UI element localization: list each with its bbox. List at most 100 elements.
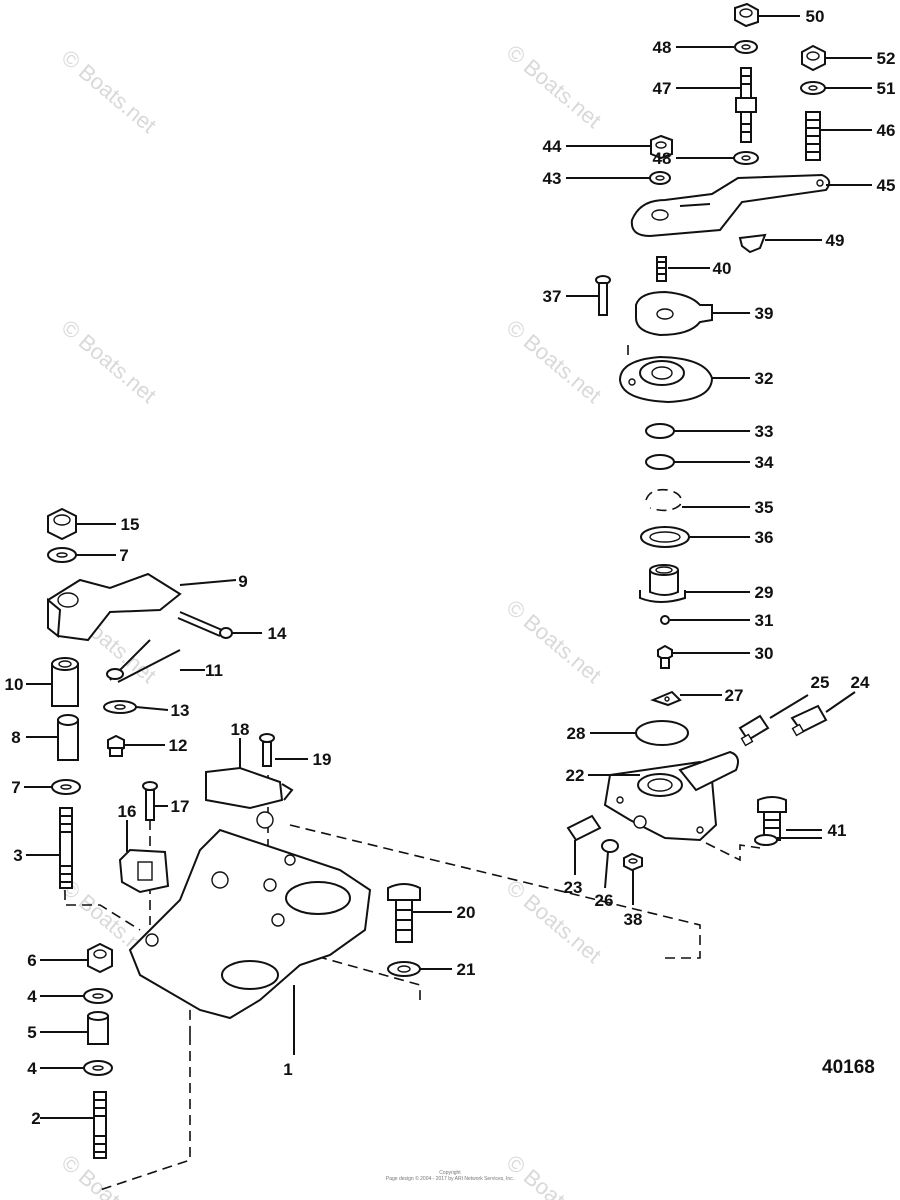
watermark: © Boats.net — [57, 315, 161, 408]
callout-label: 41 — [828, 821, 847, 840]
part-28-o-ring — [635, 720, 689, 746]
part-17-screw — [142, 781, 158, 821]
callout-label: 19 — [313, 750, 332, 769]
part-7-washer — [47, 547, 77, 563]
part-25-fitting — [738, 714, 770, 747]
part-43-washer — [649, 171, 671, 185]
part-50-nut — [734, 2, 759, 28]
callout-label: 29 — [755, 583, 774, 602]
part-49-clip — [738, 233, 767, 254]
part-29-bushing — [639, 564, 686, 603]
watermark: © Boats.net — [57, 45, 161, 138]
part-37-screw — [595, 275, 611, 316]
part-40-spring — [656, 256, 667, 282]
part-26-plug — [601, 839, 619, 853]
part-3-stud — [59, 807, 73, 889]
assembly-line — [289, 824, 701, 959]
callout-leaders — [24, 15, 872, 1119]
callout-label: 36 — [755, 528, 774, 547]
part-34-o-ring — [645, 454, 675, 470]
part-38-nut — [623, 852, 643, 872]
callout-label: 51 — [877, 79, 896, 98]
callout-label: 25 — [811, 673, 830, 692]
callout-label: 45 — [877, 176, 896, 195]
callout-label: 14 — [268, 624, 287, 643]
callout-label: 34 — [755, 453, 774, 472]
part-19-screw — [259, 733, 275, 767]
figure-id: 40168 — [822, 1057, 875, 1078]
leader-line — [769, 694, 809, 719]
watermark: © Boats.net — [502, 875, 606, 968]
watermark: © Boats.net — [502, 595, 606, 688]
part-23-screw — [566, 814, 602, 842]
callout-label: 40 — [713, 259, 732, 278]
part-35-retaining-ring — [645, 488, 682, 512]
part-42-lockwasher — [754, 834, 778, 846]
callout-label: 32 — [755, 369, 774, 388]
callout-label: 11 — [205, 661, 223, 680]
watermark: © Boats.net — [502, 40, 606, 133]
callout-label: 7 — [11, 778, 20, 797]
callout-label: 2 — [31, 1109, 40, 1128]
part-41-bolt — [757, 796, 787, 841]
part-31-ball — [660, 615, 670, 625]
copyright-notice: Copyright Page design © 2004 - 2017 by A… — [380, 1170, 520, 1182]
callout-label: 21 — [457, 960, 476, 979]
callout-label: 7 — [119, 546, 128, 565]
callout-label: 37 — [543, 287, 562, 306]
callout-label: 30 — [755, 644, 774, 663]
part-12-screw — [107, 734, 125, 757]
callout-label: 17 — [171, 797, 190, 816]
part-47-stud — [735, 67, 757, 143]
callout-label: 48 — [653, 38, 672, 57]
callout-label: 3 — [13, 846, 22, 865]
part-16-clip — [118, 848, 170, 894]
part-8-sleeve — [57, 714, 79, 761]
watermark: © Boats.net — [502, 315, 606, 408]
part-46-stud — [805, 111, 821, 161]
callout-label: 22 — [566, 766, 585, 785]
part-48-washer — [733, 151, 759, 165]
callout-label: 4 — [27, 987, 37, 1006]
assembly-line — [239, 934, 421, 1000]
callout-label: 4 — [27, 1059, 37, 1078]
callout-label: 49 — [826, 231, 845, 250]
callout-label: 20 — [457, 903, 476, 922]
callout-label: 52 — [877, 49, 896, 68]
part-20-bolt — [387, 883, 421, 943]
leader-line — [604, 851, 609, 889]
callout-label: 47 — [653, 79, 672, 98]
part-36-seal — [640, 526, 690, 548]
callout-label: 28 — [567, 724, 586, 743]
part-1-plate — [128, 828, 372, 1020]
callout-numbers: 1 2 3 4 4 5 6 7 7 8 9 10 11 12 13 14 15 … — [5, 7, 896, 1128]
part-33-o-ring — [645, 423, 675, 439]
part-5-spacer — [87, 1011, 109, 1045]
part-2-stud — [93, 1091, 107, 1159]
callout-label: 12 — [169, 736, 188, 755]
part-7-washer — [51, 779, 81, 795]
part-4-washer — [83, 988, 113, 1004]
callout-label: 43 — [543, 169, 562, 188]
part-11-spring — [106, 639, 181, 683]
part-24-fitting — [790, 704, 828, 737]
callout-label: 6 — [27, 951, 36, 970]
callout-label: 5 — [27, 1023, 36, 1042]
watermark-layer: © Boats.net © Boats.net © Boats.net © Bo… — [57, 40, 606, 1200]
part-39-cam — [635, 290, 713, 337]
part-44-nut — [650, 134, 673, 160]
callout-label: 8 — [11, 728, 20, 747]
assembly-line — [99, 1035, 191, 1191]
callout-label: 15 — [121, 515, 140, 534]
assembly-line — [705, 842, 761, 862]
part-30-screw — [657, 644, 673, 669]
callout-label: 13 — [171, 701, 190, 720]
callout-label: 23 — [564, 878, 583, 897]
part-32-housing — [618, 355, 714, 404]
callout-label: 27 — [725, 686, 744, 705]
leader-line — [135, 706, 169, 711]
callout-label: 26 — [595, 891, 614, 910]
callout-label: 46 — [877, 121, 896, 140]
part-21-washer — [387, 961, 421, 977]
